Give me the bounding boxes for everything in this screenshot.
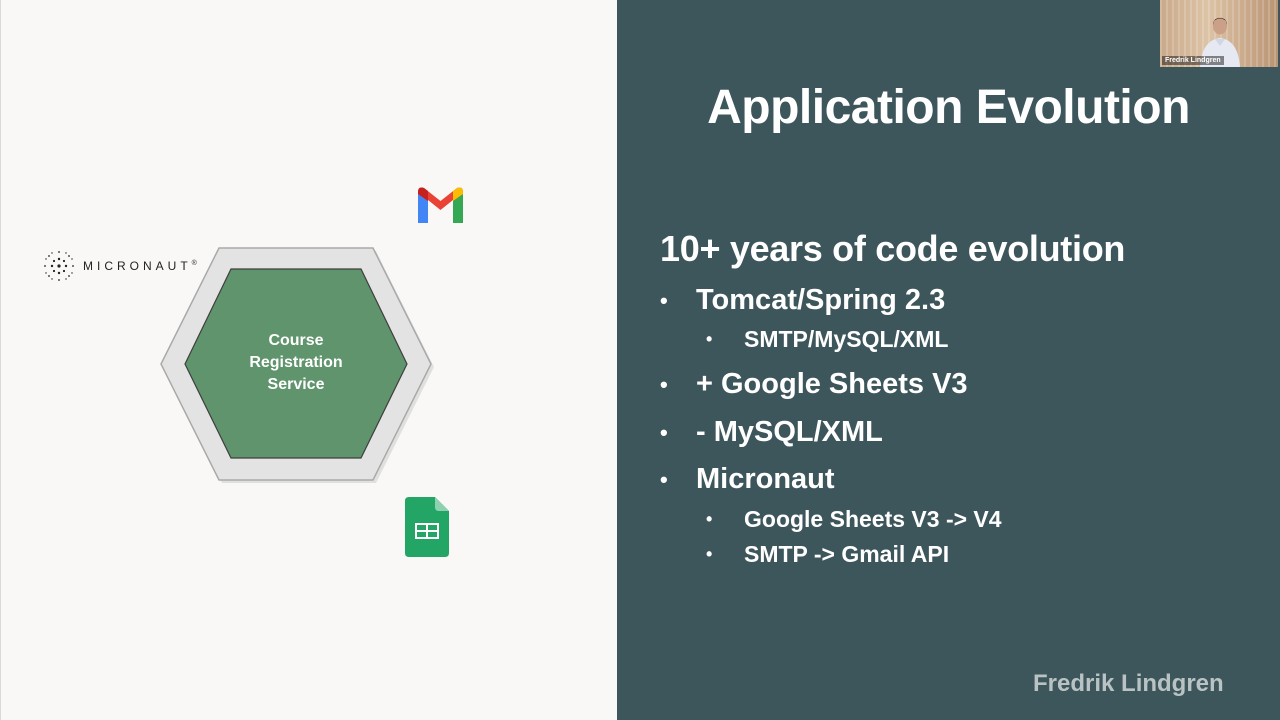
bullet-dot: • — [706, 544, 713, 564]
diagram-pane: Course Registration Service MICRONAUT® — [0, 0, 617, 720]
service-label-line-3: Service — [267, 376, 325, 393]
bullet-dot: • — [706, 509, 713, 529]
presenter-name-label: Fredrik Lindgren — [1162, 56, 1224, 65]
micronaut-wordmark: MICRONAUT® — [83, 259, 197, 273]
slide-text-pane — [617, 0, 1280, 720]
bullet-dot: • — [660, 372, 668, 397]
slide-subheading: 10+ years of code evolution — [660, 228, 1126, 269]
bullet-dot: • — [706, 329, 713, 349]
bullet-dot: • — [660, 420, 668, 445]
service-label: Course Registration Service — [206, 330, 386, 396]
service-hexagon — [160, 247, 434, 483]
presenter-figure — [1200, 17, 1240, 67]
micronaut-logo-icon — [44, 251, 74, 281]
google-sheets-icon — [405, 497, 449, 557]
service-label-line-1: Course — [268, 332, 324, 349]
micronaut-logo: MICRONAUT® — [41, 248, 197, 284]
bullet-dot: • — [660, 467, 668, 492]
slide-title: Application Evolution — [707, 81, 1190, 134]
bullet-dot: • — [660, 288, 668, 313]
presenter-watermark: Fredrik Lindgren — [1033, 670, 1224, 697]
presenter-video-thumbnail[interactable]: Fredrik Lindgren — [1160, 0, 1278, 67]
gmail-icon — [418, 187, 463, 223]
service-label-line-2: Registration — [249, 354, 343, 371]
